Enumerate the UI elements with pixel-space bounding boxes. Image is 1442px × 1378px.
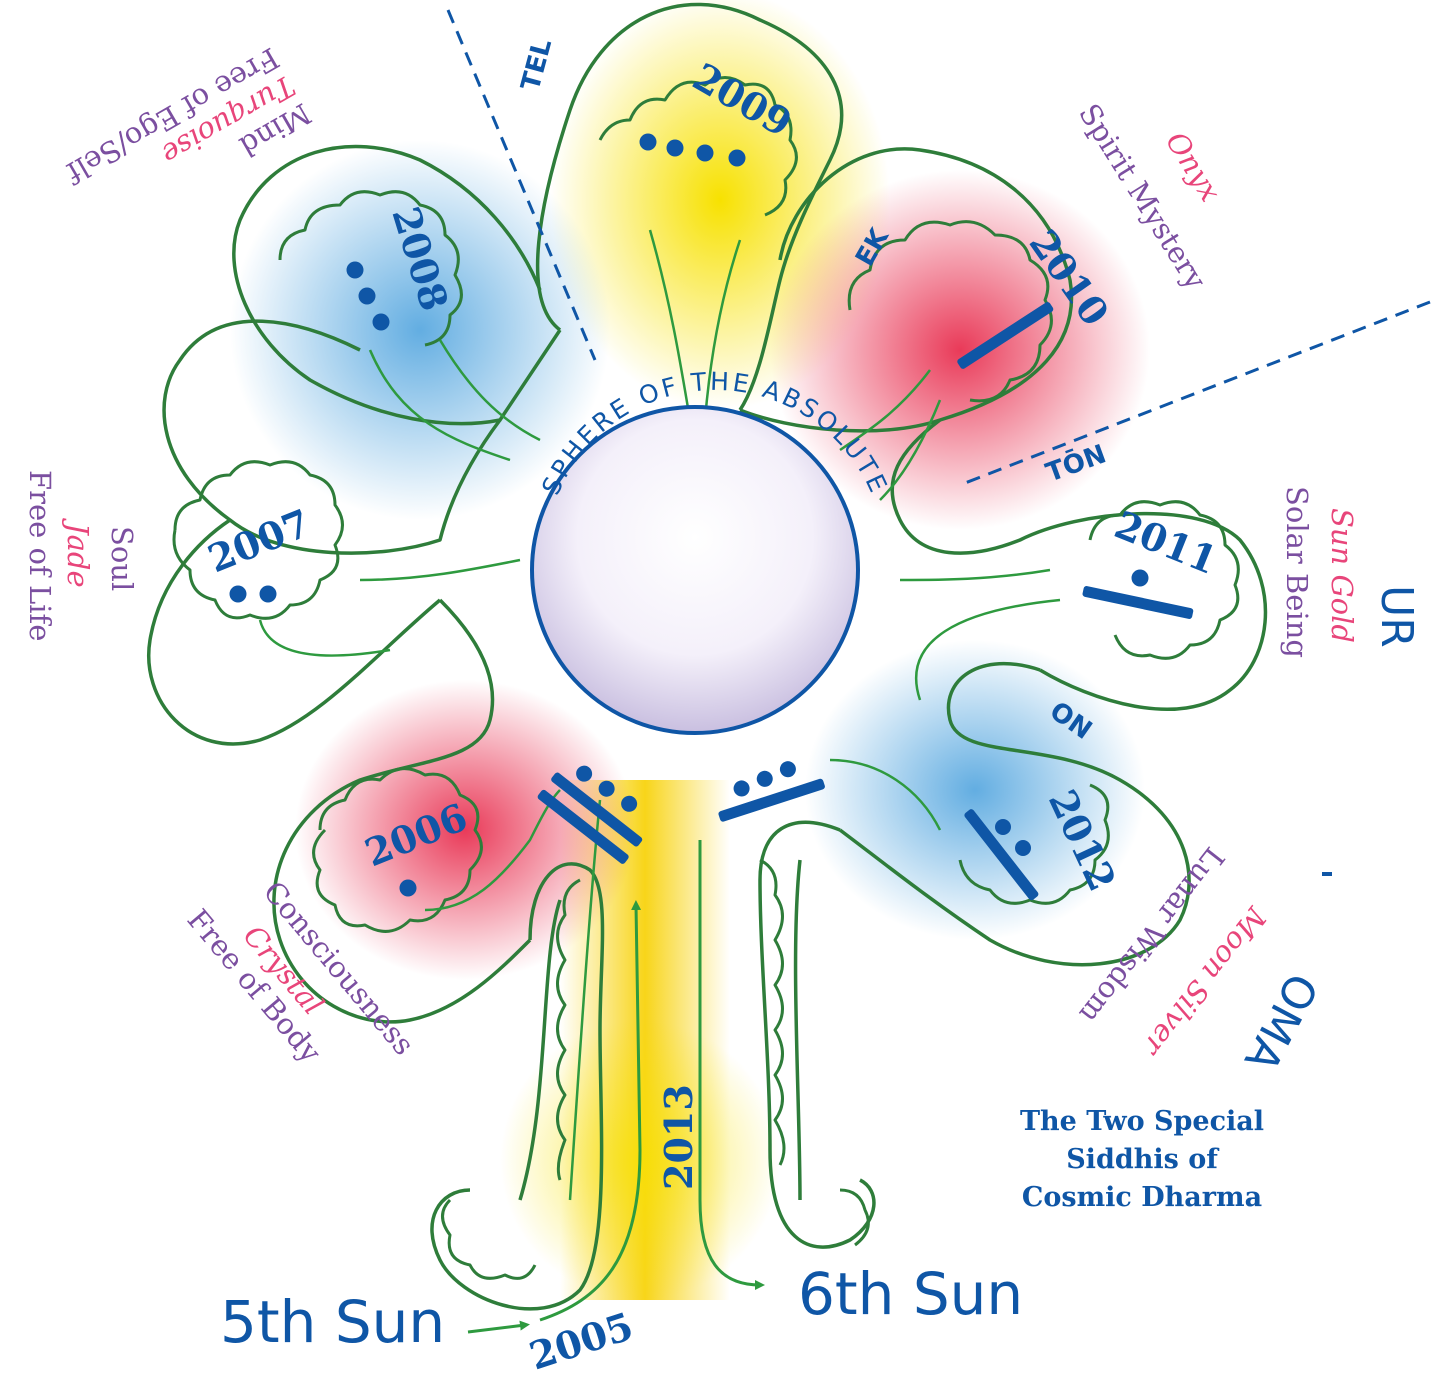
vein-2007b bbox=[260, 620, 390, 656]
glyph-2006-dot bbox=[400, 880, 417, 897]
year-2005: 2005 bbox=[524, 1303, 638, 1378]
glyph-2007-dots bbox=[230, 586, 277, 603]
sixth-sun-label: 6th Sun bbox=[798, 1260, 1023, 1328]
oma-dash bbox=[1322, 872, 1332, 876]
fifth-sun-label: 5th Sun bbox=[220, 1288, 445, 1356]
glyph-2011 bbox=[1082, 570, 1194, 620]
glow-2012 bbox=[805, 640, 1145, 940]
title-line-1: The Two Special bbox=[1020, 1106, 1264, 1137]
stem-right-inner bbox=[796, 860, 800, 1200]
soul-stone: Jade bbox=[61, 518, 95, 588]
soul-freedom: Free of Life bbox=[23, 470, 57, 641]
vein-2007a bbox=[360, 560, 520, 580]
solar-quality: Solar Being bbox=[1280, 486, 1314, 658]
spirit-stone: Onyx bbox=[1159, 126, 1228, 208]
soul-quality: Soul bbox=[105, 526, 139, 591]
mantra-oma: OMA bbox=[1234, 965, 1327, 1080]
mantra-tel: TEL bbox=[516, 36, 558, 94]
arrow-5th-sun bbox=[468, 1325, 525, 1332]
diagram-title: The Two Special Siddhis of Cosmic Dharma bbox=[1020, 1106, 1264, 1213]
mantra-ur: UR bbox=[1371, 585, 1422, 648]
vein-2011a bbox=[900, 570, 1050, 580]
year-2013: 2013 bbox=[656, 1084, 701, 1190]
title-line-3: Cosmic Dharma bbox=[1022, 1182, 1262, 1213]
solar-stone: Sun Gold bbox=[1325, 508, 1359, 643]
solar-petal-labels: Sun Gold Solar Being bbox=[1280, 486, 1359, 658]
soul-petal-labels: Soul Jade Free of Life bbox=[23, 470, 139, 641]
title-line-2: Siddhis of bbox=[1066, 1144, 1220, 1175]
